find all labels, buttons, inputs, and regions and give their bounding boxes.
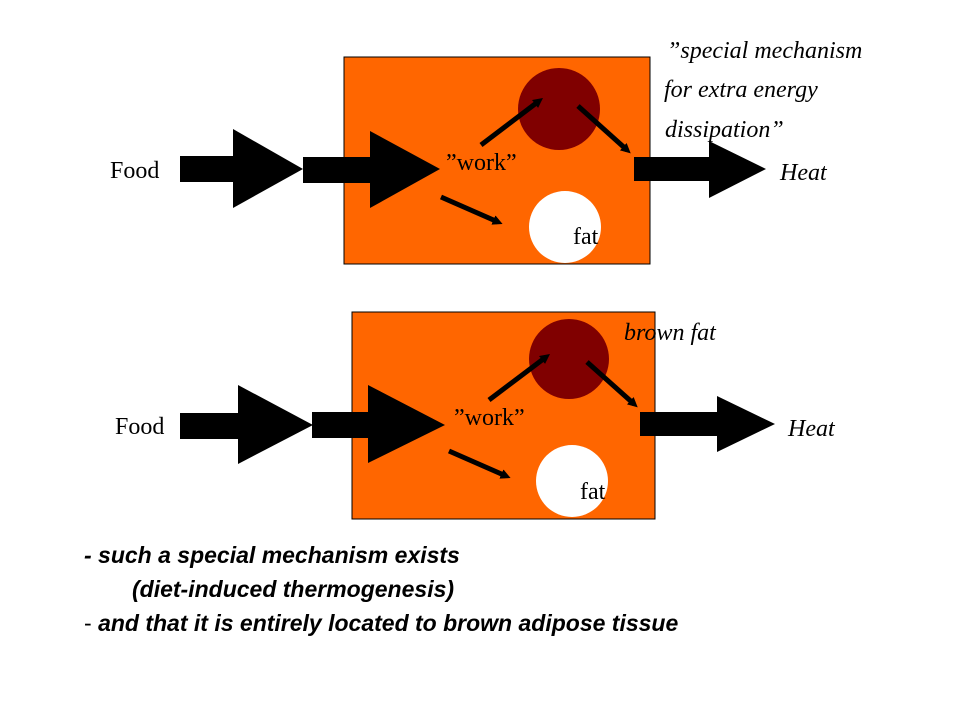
bullet-line-3: - and that it is entirely located to bro… [84, 606, 954, 640]
bullet-line-2: (diet-induced thermogenesis) [132, 576, 455, 602]
top-fat-label: fat [573, 224, 599, 250]
top-mechanism-circle [518, 68, 600, 150]
top-annotation-line-2: for extra energy [664, 77, 818, 103]
bottom-food-arrow-1 [180, 385, 313, 464]
top-arrow-mechanism-to-heat [576, 104, 631, 154]
brown-fat-label: brown fat [624, 320, 717, 346]
top-food-arrow-2 [303, 131, 440, 208]
top-annotation-line-3: dissipation” [665, 117, 784, 143]
bottom-work-label: ”work” [454, 405, 525, 431]
bullet-list: - such a special mechanism exists (diet-… [84, 538, 954, 640]
bottom-fat-label: fat [580, 479, 606, 505]
bottom-fat-circle [536, 445, 608, 517]
top-food-arrow-1 [180, 129, 303, 208]
top-diagram: Food ”work” fat Heat ”special mechanism … [110, 38, 862, 265]
bottom-mechanism-circle [529, 319, 609, 399]
top-heat-label: Heat [779, 160, 828, 186]
top-heat-arrow [634, 141, 766, 198]
bullet-line-1: - such a special mechanism exists [84, 542, 460, 568]
top-annotation-line-1: ”special mechanism [667, 38, 862, 64]
bottom-heat-arrow [640, 396, 775, 452]
top-arrow-work-to-mechanism [479, 97, 543, 147]
bullet-line-3-text: and that it is entirely located to brown… [98, 610, 679, 636]
bottom-arrow-mechanism-to-heat [585, 360, 638, 408]
bottom-arrow-work-to-mechanism [487, 353, 550, 402]
bottom-food-label: Food [115, 414, 164, 440]
bottom-arrow-work-to-fat [447, 448, 511, 479]
bottom-diagram: Food ”work” fat Heat brown fat [115, 311, 836, 520]
bottom-food-arrow-2 [312, 385, 445, 463]
top-work-label: ”work” [446, 150, 517, 176]
bottom-heat-label: Heat [787, 416, 836, 442]
top-food-label: Food [110, 158, 159, 184]
top-fat-circle [529, 191, 601, 263]
top-arrow-work-to-fat [439, 194, 503, 225]
bullet-dash: - [84, 610, 92, 636]
